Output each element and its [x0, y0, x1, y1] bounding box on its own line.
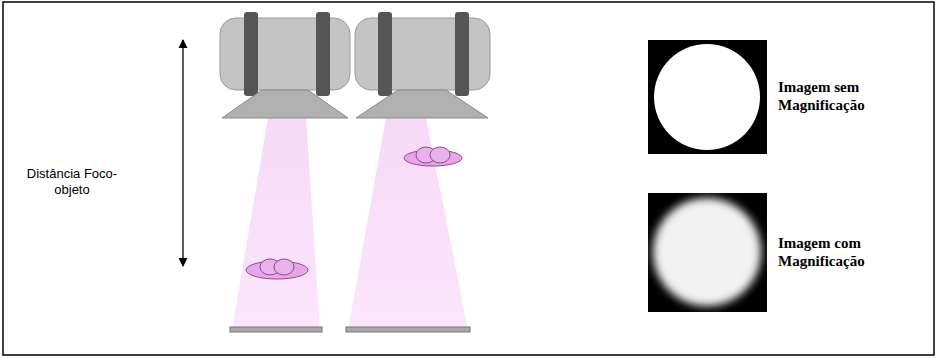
- image-label: Imagem sem Magnificação: [778, 78, 890, 114]
- xray-beam: [232, 118, 320, 330]
- xray-beam: [348, 118, 468, 330]
- detector: [230, 327, 322, 332]
- frame: [3, 2, 934, 355]
- image-blurred: [648, 193, 767, 312]
- object: [246, 259, 308, 279]
- dimension-label: Distância Foco-objeto: [12, 166, 132, 198]
- xray-tube: [220, 12, 350, 332]
- object: [404, 147, 462, 166]
- xray-tube: [346, 12, 490, 332]
- image-label: Imagem com Magnificação: [778, 234, 890, 270]
- image-sharp: [648, 40, 767, 154]
- detector: [346, 327, 470, 332]
- distance-arrow: [182, 40, 183, 266]
